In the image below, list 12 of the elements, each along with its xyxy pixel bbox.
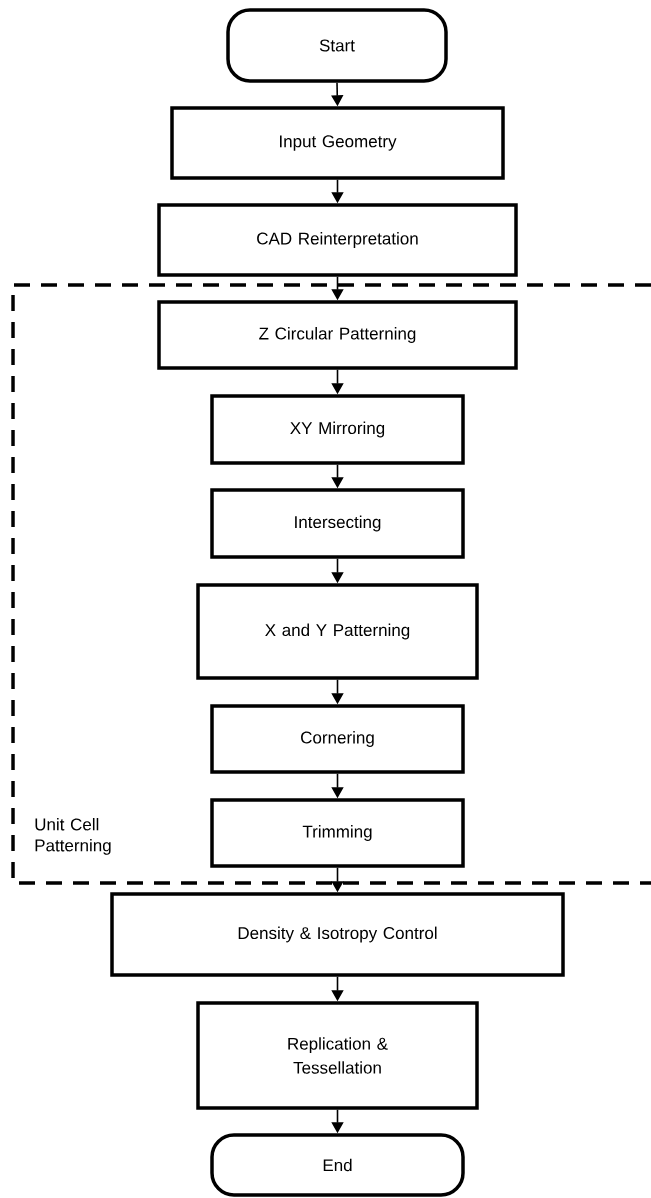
process-box: Z Circular Patterning: [157, 300, 518, 370]
process-box: Input Geometry: [170, 106, 505, 180]
process-box: Intersecting: [210, 488, 465, 559]
process-box: Density & Isotropy Control: [110, 892, 565, 977]
terminal-box: End: [210, 1133, 465, 1197]
process-box: CAD Reinterpretation: [157, 203, 518, 277]
terminal-box: Start: [226, 8, 448, 83]
process-box: XY Mirroring: [210, 394, 465, 465]
process-box: Trimming: [210, 798, 465, 868]
process-box: Replication & Tessellation: [196, 1001, 479, 1110]
process-box: X and Y Patterning: [196, 583, 479, 680]
process-box: Cornering: [210, 704, 465, 774]
